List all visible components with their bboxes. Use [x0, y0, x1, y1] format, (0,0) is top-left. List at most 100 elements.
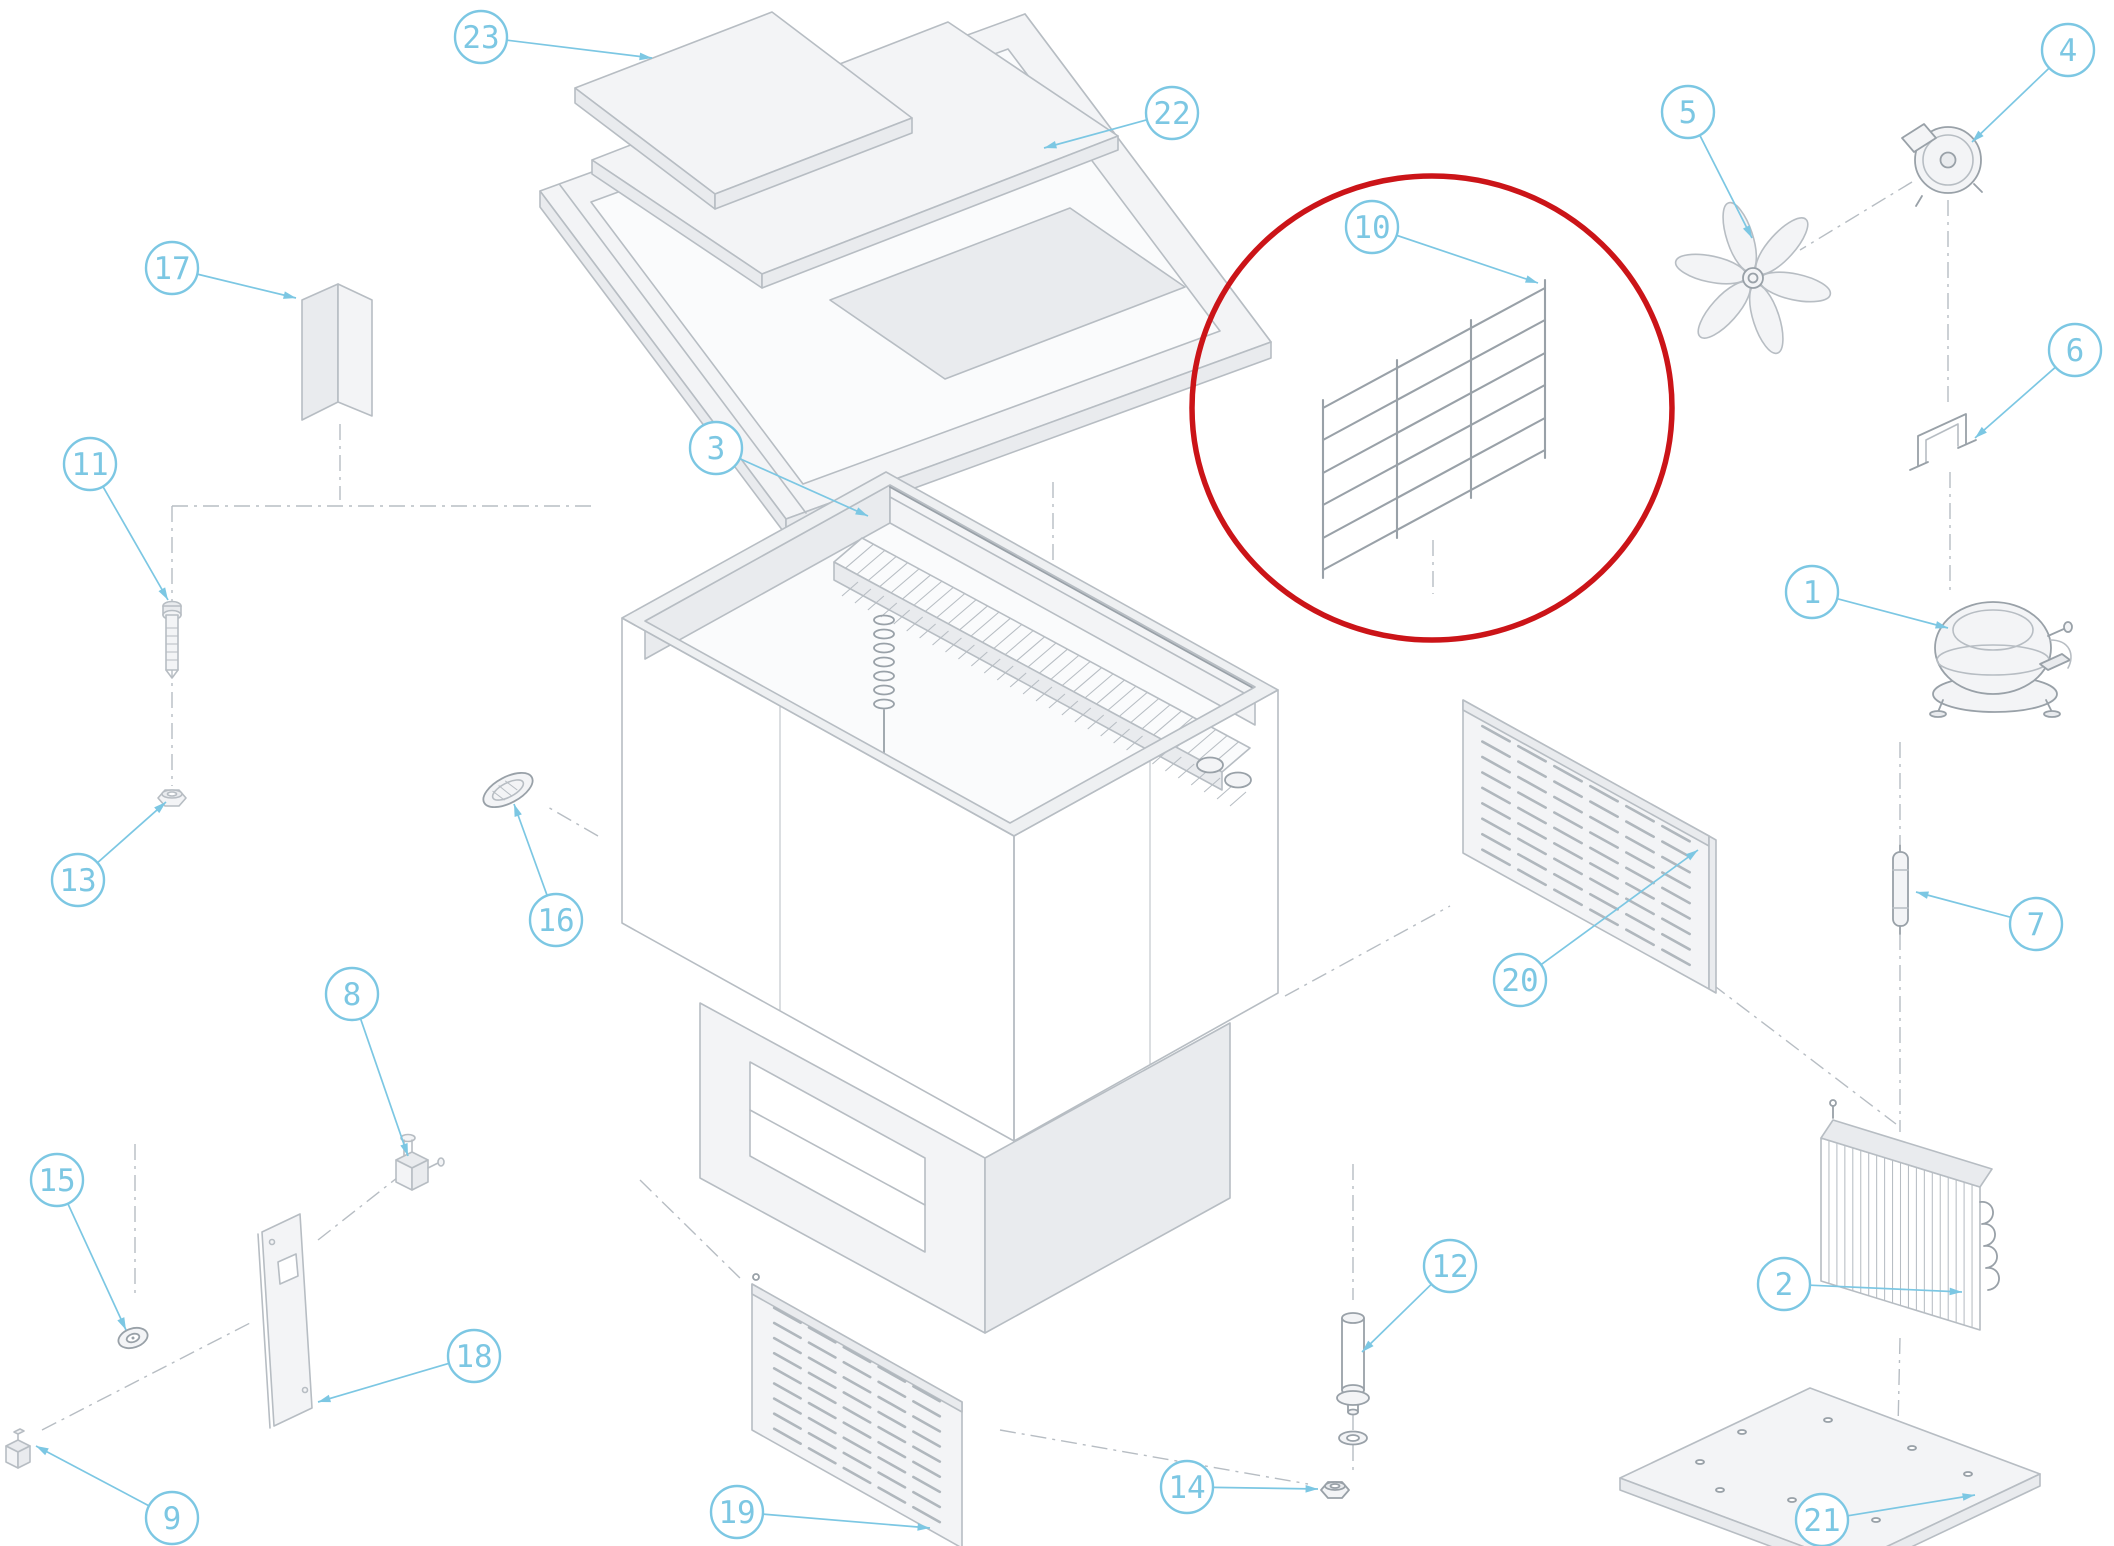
callout-16-label: 16 [537, 903, 574, 939]
part-16-drain-cover [482, 771, 534, 809]
callout-2: 2 [1756, 1256, 1963, 1312]
callout-22-label: 22 [1153, 96, 1190, 132]
callout-3-leader [739, 457, 869, 517]
highlight-ellipse-part-10 [1189, 173, 1675, 643]
callout-13: 13 [50, 801, 167, 908]
condenser-tubes [1979, 1201, 2000, 1291]
callout-6: 6 [1974, 322, 2103, 439]
callout-18-leader [317, 1362, 450, 1403]
arrowhead-icon [1916, 891, 1929, 899]
cabinet-right-face [1013, 689, 1279, 1142]
arrowhead-icon [400, 1143, 408, 1156]
arrowhead-icon [158, 587, 168, 600]
callout-12-bubble [1422, 1238, 1478, 1294]
part-10-wire-shelf [1321, 278, 1547, 580]
callout-12-label: 12 [1431, 1249, 1468, 1285]
arrowhead-icon [1935, 621, 1948, 629]
callout-17: 17 [144, 240, 297, 299]
arrowhead-icon [1742, 225, 1752, 238]
callout-1: 1 [1784, 564, 1949, 629]
callout-23-leader [506, 39, 653, 59]
callout-15-label: 15 [38, 1163, 75, 1199]
callout-14: 14 [1159, 1459, 1319, 1515]
callout-20-leader [1540, 849, 1699, 966]
callout-20-bubble [1492, 952, 1548, 1008]
callout-5: 5 [1660, 84, 1753, 239]
callout-11-label: 11 [71, 447, 108, 483]
part-6-motor-bracket [1909, 413, 1977, 471]
arrowhead-icon [855, 507, 868, 516]
callout-4: 4 [1971, 22, 2096, 143]
arrowhead-icon [283, 291, 296, 299]
coil-header [1196, 756, 1224, 774]
callout-11-bubble [62, 436, 118, 492]
callout-7-label: 7 [2027, 907, 2046, 943]
callout-19: 19 [709, 1484, 931, 1540]
callout-13-bubble [50, 852, 106, 908]
callout-22-bubble [1144, 85, 1200, 141]
callout-10: 10 [1344, 199, 1539, 284]
callout-11: 11 [62, 436, 169, 601]
callout-16-leader [513, 803, 548, 896]
callout-1-bubble [1784, 564, 1840, 620]
callout-1-leader [1836, 597, 1949, 629]
callout-15-leader [67, 1203, 127, 1331]
callout-19-label: 19 [718, 1495, 755, 1531]
callout-7-leader [1915, 891, 2012, 919]
callout-23-bubble [453, 9, 509, 65]
construction-lines [41, 181, 1951, 1485]
callout-10-bubble [1344, 199, 1400, 255]
callout-5-label: 5 [1679, 95, 1698, 131]
arrowhead-icon [1305, 1484, 1318, 1493]
callout-13-label: 13 [59, 863, 96, 899]
callout-17-leader [197, 273, 297, 299]
evaporator-coil [833, 537, 1252, 807]
evaporator-fins-lower [841, 581, 1247, 807]
callout-14-bubble [1159, 1459, 1215, 1515]
arrowhead-icon [639, 52, 652, 61]
arrowhead-icon [1972, 130, 1984, 142]
callout-17-bubble [144, 240, 200, 296]
callout-3-bubble [688, 420, 744, 476]
grille-screw [752, 1273, 760, 1281]
callout-7: 7 [1915, 891, 2064, 952]
fan-hub [1742, 267, 1764, 289]
callout-23: 23 [453, 9, 653, 65]
callout-14-label: 14 [1168, 1470, 1205, 1506]
callout-21: 21 [1794, 1492, 1976, 1546]
arrowhead-icon [1975, 426, 1987, 438]
callout-6-bubble [2047, 322, 2103, 378]
callout-13-leader [96, 801, 167, 864]
callout-21-leader [1847, 1494, 1976, 1517]
callout-9-leader [35, 1445, 150, 1507]
part-20-side-grille [1462, 699, 1717, 994]
capillary-spring [873, 614, 895, 759]
callout-2-leader [1809, 1284, 1963, 1293]
condenser-fins [1820, 1138, 1981, 1330]
callout-22: 22 [1043, 85, 1200, 149]
compressor-body [1934, 601, 2052, 695]
arrowhead-icon [1525, 275, 1538, 283]
callout-9: 9 [35, 1445, 200, 1546]
callout-12: 12 [1361, 1238, 1478, 1353]
callout-18-label: 18 [455, 1339, 492, 1375]
callout-4-leader [1971, 67, 2050, 143]
part-19-front-grille [751, 1273, 963, 1546]
callout-12-leader [1361, 1283, 1432, 1353]
callout-2-bubble [1756, 1256, 1812, 1312]
arrowhead-icon [917, 1523, 930, 1531]
part-4-fan-motor [1901, 123, 1983, 207]
part-13-nut [157, 789, 187, 807]
arrowhead-icon [514, 804, 522, 817]
callout-8-label: 8 [343, 977, 362, 1013]
arrowhead-icon [1685, 850, 1698, 861]
callout-8-leader [359, 1018, 409, 1157]
part-12-leveling-leg [1336, 1312, 1370, 1446]
callout-21-label: 21 [1803, 1503, 1840, 1539]
part-17-corner-bracket [301, 283, 373, 421]
part-3-cabinet-body [621, 471, 1279, 1334]
part-2-condenser-coil [1820, 1099, 2000, 1331]
